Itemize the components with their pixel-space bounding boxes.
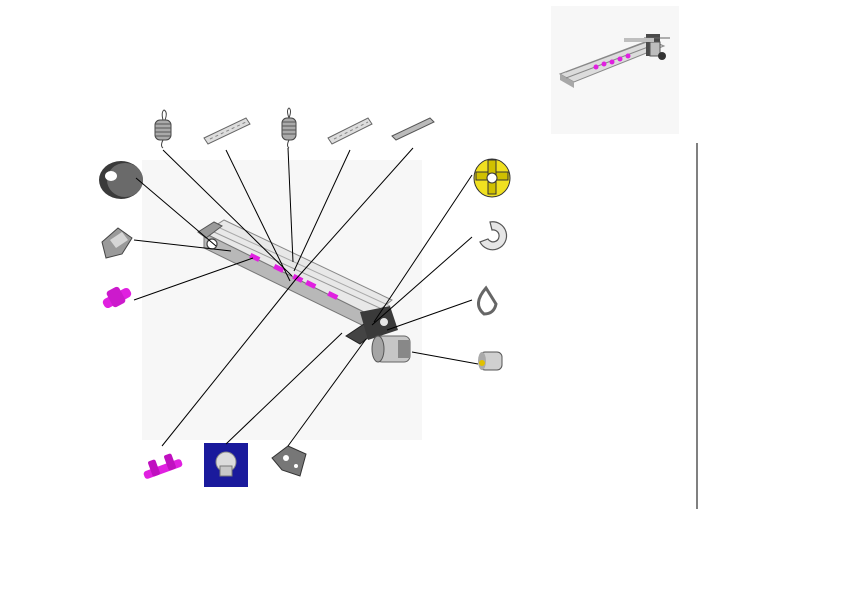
shaft-icon (327, 117, 373, 145)
screw-icon (204, 443, 248, 487)
assembly-thumbnail (551, 6, 679, 134)
gear-icon (473, 158, 511, 198)
clip-icon (101, 227, 133, 259)
shaft-icon (203, 117, 251, 145)
spring-icon (154, 109, 172, 149)
main-assembly (142, 160, 422, 440)
pin-icon (391, 117, 435, 141)
e-ring-icon (479, 221, 508, 251)
leader-lines (133, 147, 479, 447)
roller-icon (102, 286, 132, 309)
spring-icon (281, 107, 297, 149)
roller-icon (143, 453, 183, 479)
wire-clip-icon (477, 285, 498, 316)
ring-icon (99, 161, 143, 199)
plate-icon (271, 445, 307, 477)
motor-icon (478, 351, 503, 371)
